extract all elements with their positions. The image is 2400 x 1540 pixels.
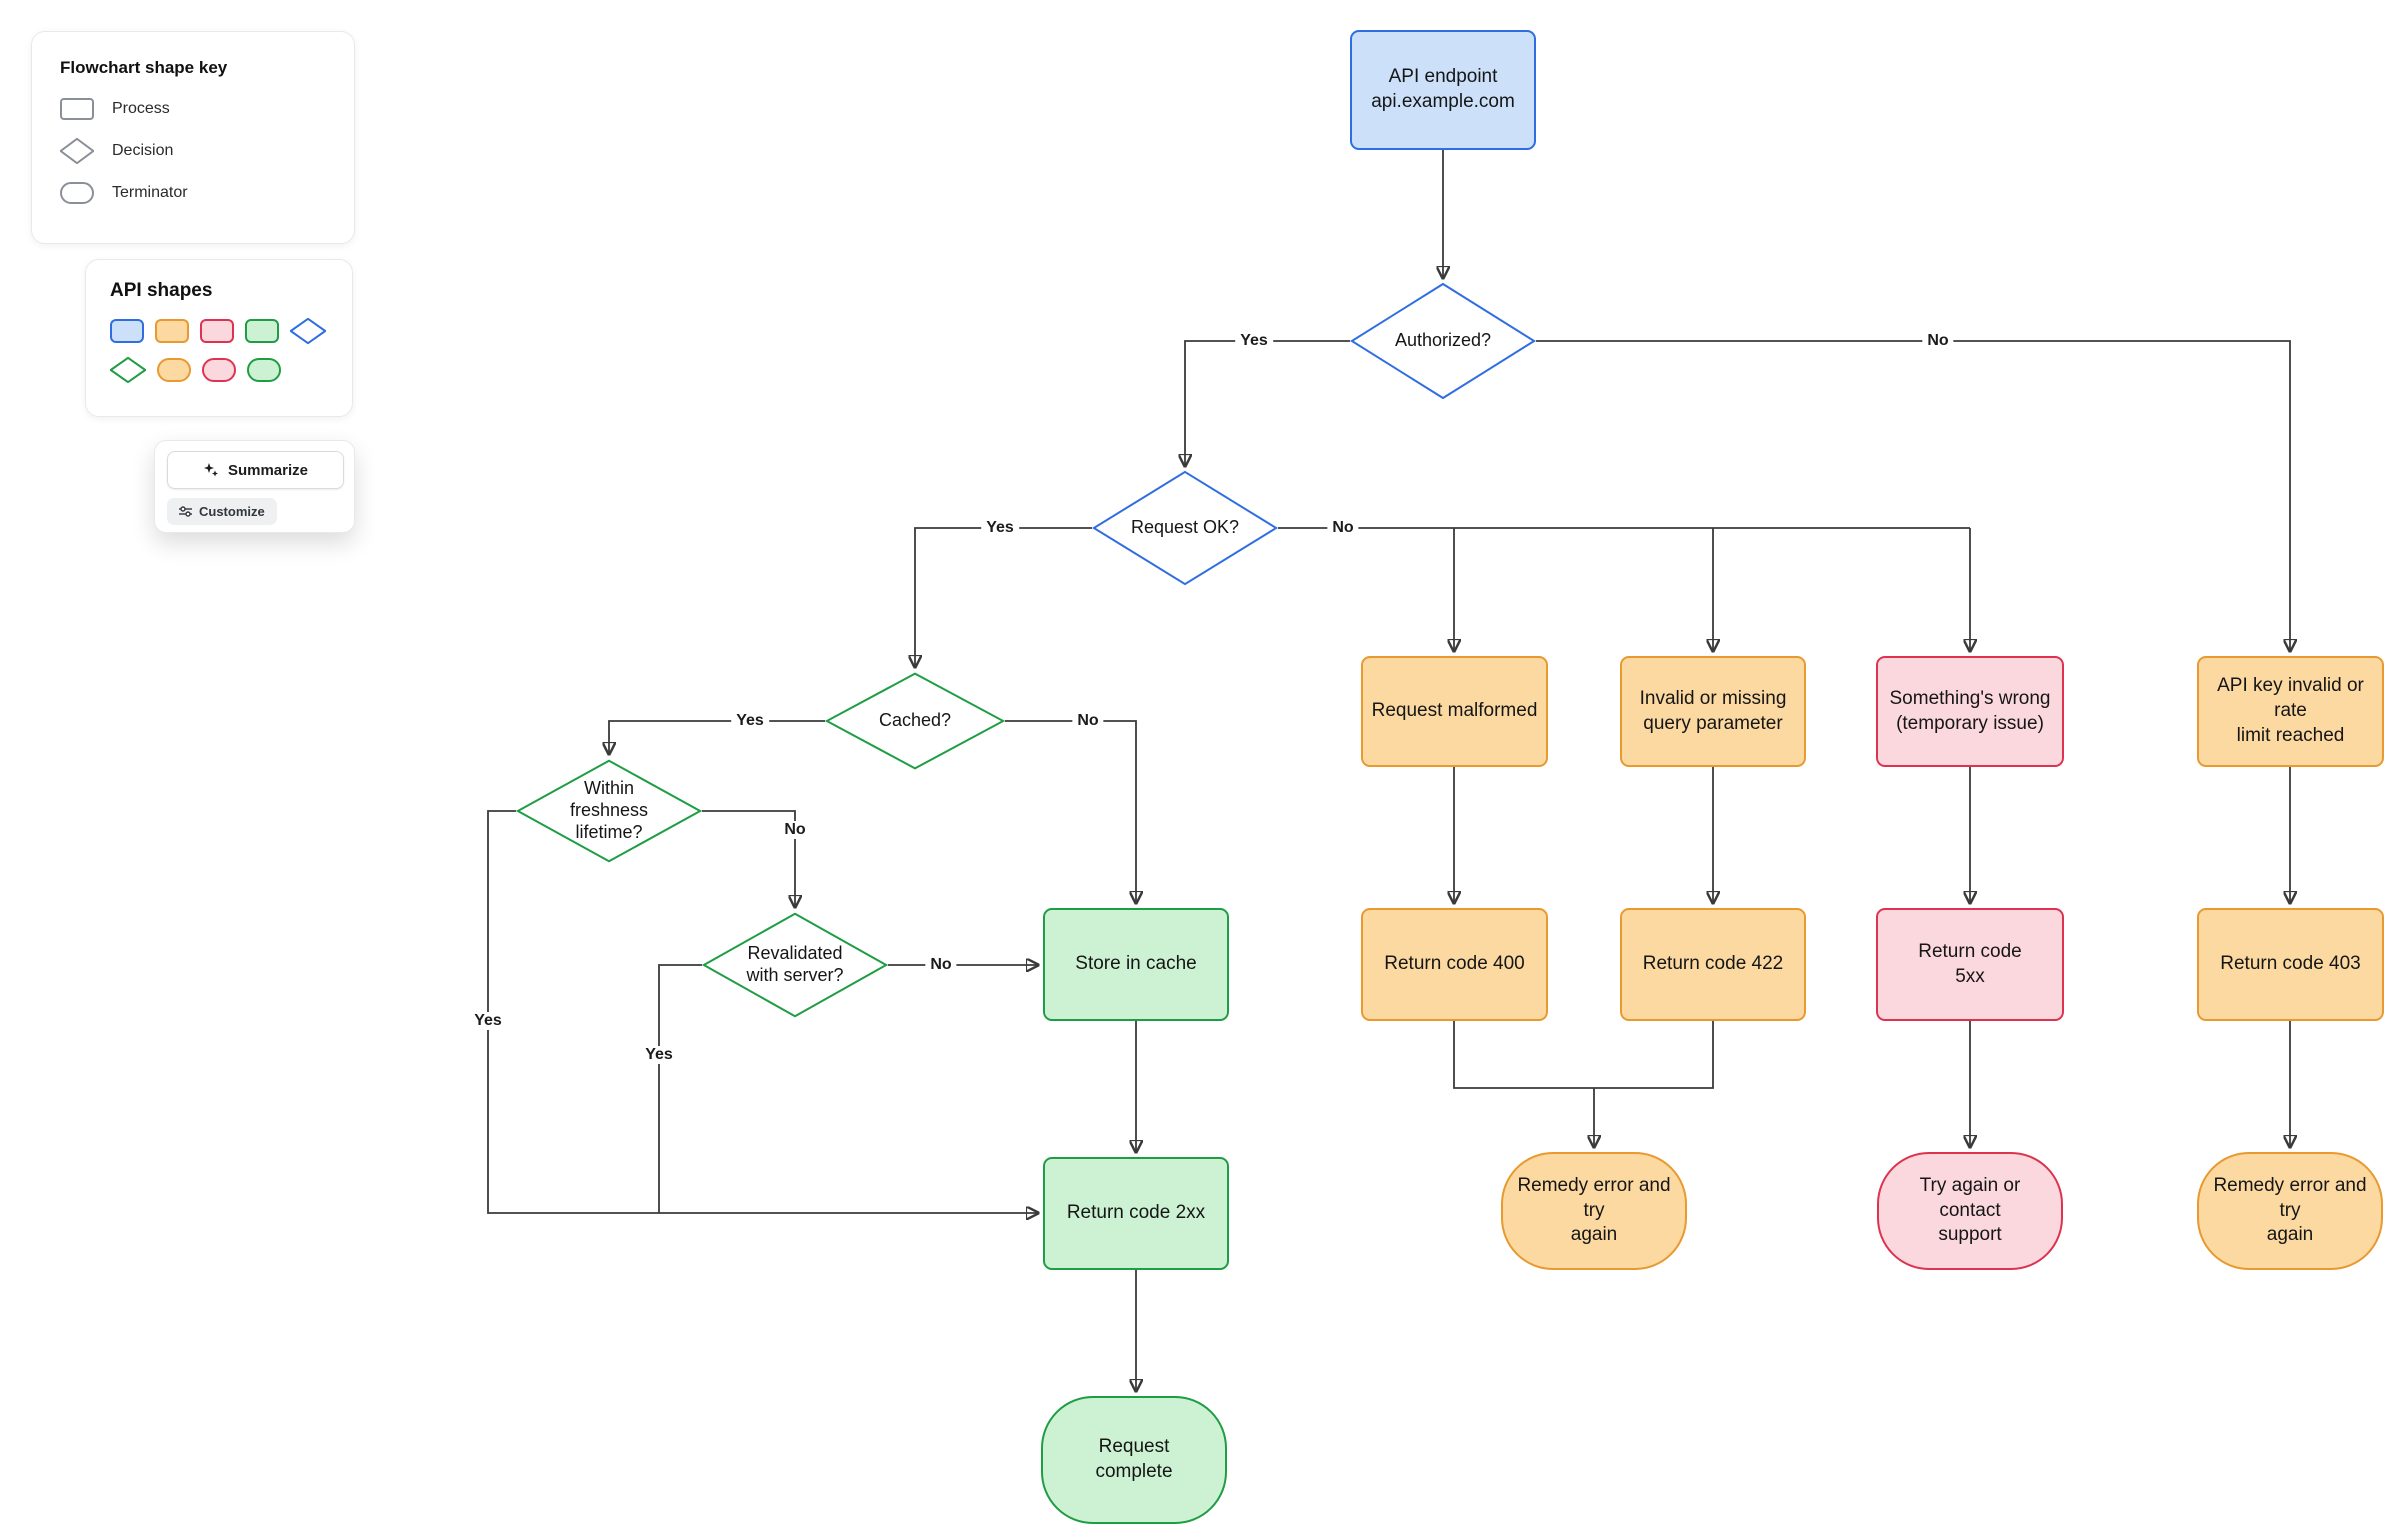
node-label: Invalid or missing query parameter — [1639, 687, 1787, 734]
red-process-swatch[interactable] — [200, 319, 234, 343]
api-shapes-panel: API shapes — [85, 259, 353, 417]
edge-label-freshness-no: No — [779, 821, 811, 839]
red-terminator-swatch[interactable] — [202, 358, 236, 382]
node-label: Return code 422 — [1642, 953, 1784, 975]
shape-key-title: Flowchart shape key — [60, 58, 228, 77]
node-cached[interactable]: Cached? — [825, 672, 1005, 770]
api-shapes-title: API shapes — [110, 280, 213, 301]
orange-process-swatch[interactable] — [155, 319, 189, 343]
node-request-ok[interactable]: Request OK? — [1092, 470, 1278, 586]
green-decision-swatch[interactable] — [110, 357, 146, 383]
node-remedy-error-left[interactable]: Remedy error and try again — [1501, 1152, 1687, 1270]
customize-button[interactable]: Customize — [167, 498, 277, 525]
node-label: API endpoint api.example.com — [1371, 66, 1515, 112]
summarize-label: Summarize — [227, 461, 309, 479]
node-label: Return code 2xx — [1066, 1202, 1206, 1224]
node-authorized[interactable]: Authorized? — [1350, 282, 1536, 400]
node-api-key-invalid[interactable]: API key invalid or rate limit reached — [2197, 656, 2384, 767]
node-try-again-support[interactable]: Try again or contact support — [1877, 1152, 2063, 1270]
diamond-shape — [516, 759, 702, 863]
node-label: Revalidated with server? — [746, 943, 844, 985]
edge-label-cached-no: No — [1072, 712, 1104, 730]
node-return-5xx[interactable]: Return code 5xx — [1876, 908, 2064, 1021]
diamond-shape — [825, 672, 1005, 770]
edge-label-request-ok-yes: Yes — [981, 519, 1019, 537]
orange-terminator-swatch[interactable] — [157, 358, 191, 382]
shape-key-item-process: Process — [60, 98, 326, 120]
node-label: Return code 5xx — [1918, 940, 2022, 987]
node-request-malformed[interactable]: Request malformed — [1361, 656, 1548, 767]
sliders-icon — [179, 506, 192, 517]
node-label: Request complete — [1095, 1436, 1173, 1482]
edge-label-authorized-no: No — [1922, 332, 1954, 350]
node-return-403[interactable]: Return code 403 — [2197, 908, 2384, 1021]
green-terminator-swatch[interactable] — [247, 358, 281, 382]
blue-process-swatch[interactable] — [110, 319, 144, 343]
api-shapes-row-2 — [110, 357, 328, 383]
summarize-button[interactable]: Summarize — [167, 451, 344, 489]
node-request-complete[interactable]: Request complete — [1041, 1396, 1227, 1524]
node-invalid-query[interactable]: Invalid or missing query parameter — [1620, 656, 1806, 767]
decision-shape-icon — [60, 138, 94, 164]
node-within-freshness[interactable]: Within freshness lifetime? — [516, 759, 702, 863]
node-return-422[interactable]: Return code 422 — [1620, 908, 1806, 1021]
node-store-in-cache[interactable]: Store in cache — [1043, 908, 1229, 1021]
node-label: Return code 403 — [2220, 953, 2361, 975]
shape-key-item-decision: Decision — [60, 138, 326, 164]
node-return-2xx[interactable]: Return code 2xx — [1043, 1157, 1229, 1270]
node-label: Remedy error and try again — [1517, 1174, 1671, 1246]
shape-key-label: Process — [112, 100, 170, 117]
node-somethings-wrong[interactable]: Something's wrong (temporary issue) — [1876, 656, 2064, 767]
node-label: Request malformed — [1371, 700, 1538, 722]
node-remedy-error-right[interactable]: Remedy error and try again — [2197, 1152, 2383, 1270]
edge-label-authorized-yes: Yes — [1235, 332, 1273, 350]
process-shape-icon — [60, 98, 94, 120]
shape-key-item-terminator: Terminator — [60, 182, 326, 204]
edge-label-freshness-yes: Yes — [469, 1012, 507, 1030]
api-shapes-row-1 — [110, 318, 328, 344]
diamond-shape — [1350, 282, 1536, 400]
diamond-shape — [1092, 470, 1278, 586]
shape-key-panel: Flowchart shape key Process Decision Ter… — [31, 31, 355, 244]
edge-label-revalidated-yes: Yes — [640, 1046, 678, 1064]
green-process-swatch[interactable] — [245, 319, 279, 343]
node-label: Authorized? — [1394, 330, 1492, 351]
node-revalidated[interactable]: Revalidated with server? — [702, 912, 888, 1018]
node-label: Cached? — [878, 710, 952, 731]
customize-label: Customize — [199, 504, 265, 519]
blue-decision-swatch[interactable] — [290, 318, 326, 344]
edge-label-request-ok-no: No — [1327, 519, 1359, 537]
node-label: Within freshness lifetime? — [569, 778, 649, 842]
diamond-shape — [702, 912, 888, 1018]
node-label: Try again or contact support — [1919, 1174, 2021, 1246]
node-api-endpoint[interactable]: API endpoint api.example.com — [1350, 30, 1536, 150]
node-label: Remedy error and try again — [2213, 1174, 2367, 1246]
node-label: Something's wrong (temporary issue) — [1889, 687, 2051, 734]
shape-key-label: Terminator — [112, 184, 188, 201]
node-label: Store in cache — [1075, 953, 1197, 975]
sparkle-icon — [203, 463, 218, 477]
node-label: API key invalid or rate limit reached — [2217, 675, 2364, 746]
edge-label-cached-yes: Yes — [731, 712, 769, 730]
actions-panel: Summarize Customize — [154, 440, 355, 533]
node-label: Request OK? — [1130, 517, 1240, 538]
node-return-400[interactable]: Return code 400 — [1361, 908, 1548, 1021]
shape-key-label: Decision — [112, 142, 174, 159]
terminator-shape-icon — [60, 182, 94, 204]
node-label: Return code 400 — [1384, 953, 1525, 975]
edge-label-revalidated-no: No — [925, 956, 957, 974]
